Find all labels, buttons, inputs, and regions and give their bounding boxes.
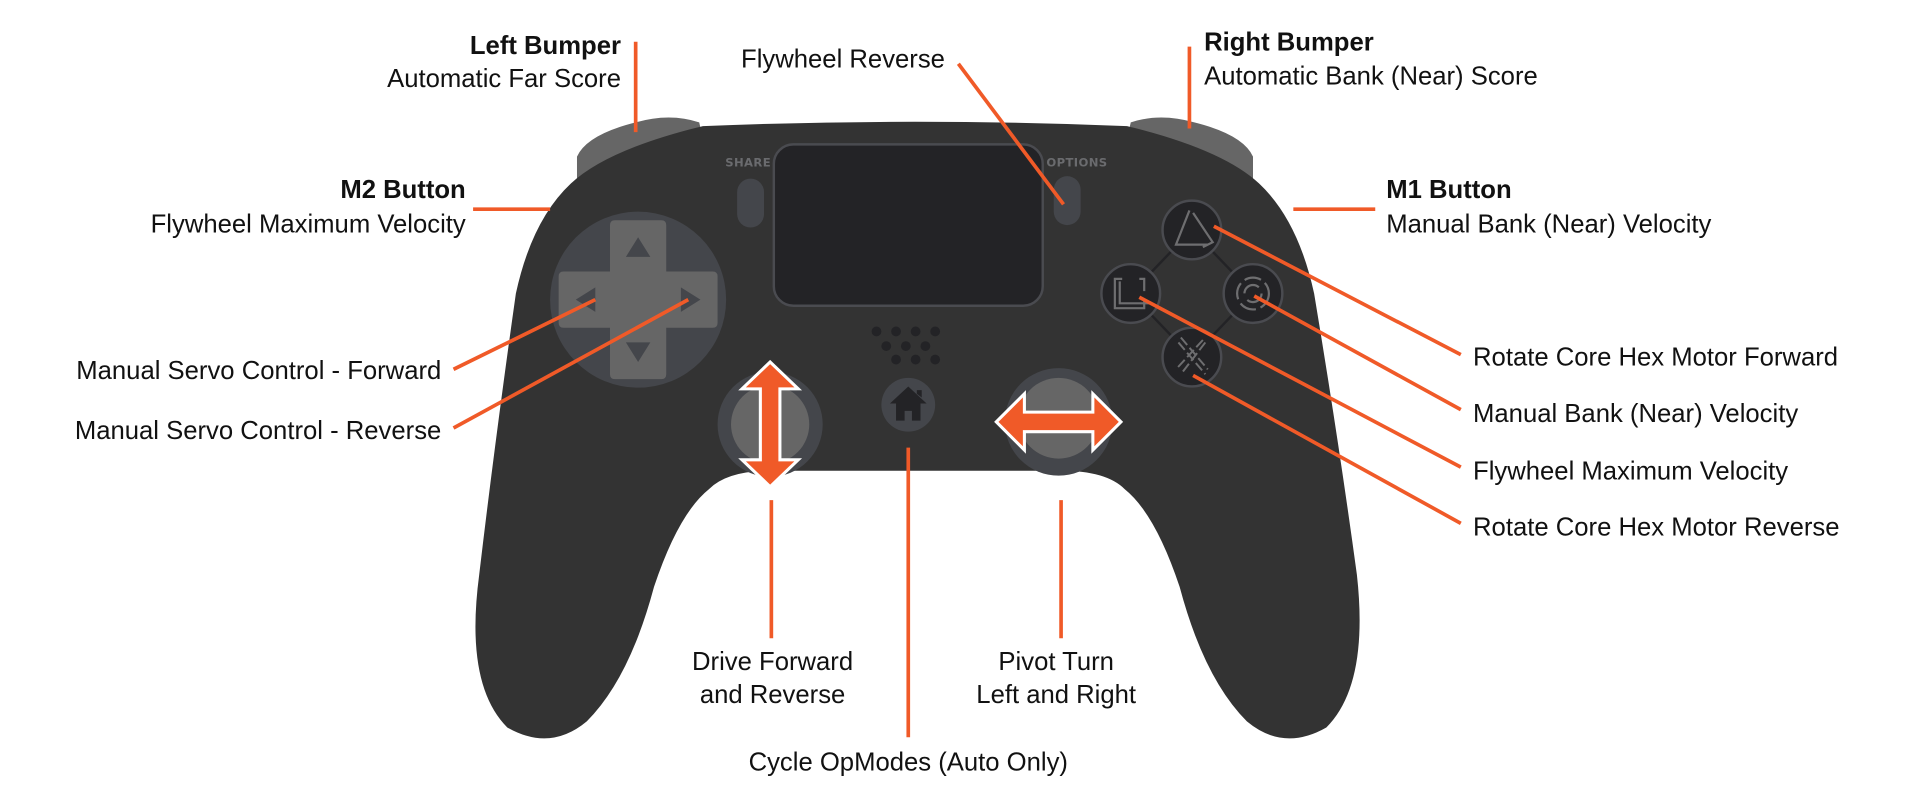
leader-options <box>956 62 1065 206</box>
horizontal-arrow-icon <box>994 390 1124 454</box>
triangle-icon <box>1174 210 1215 249</box>
leader-lines <box>452 41 1462 738</box>
m1-desc: Manual Bank (Near) Velocity <box>1386 210 1711 238</box>
m2-title: M2 Button <box>340 176 465 204</box>
home-desc: Cycle OpModes (Auto Only) <box>749 748 1068 776</box>
m2-desc: Flywheel Maximum Velocity <box>151 210 466 238</box>
dpad-right-desc: Manual Servo Control - Reverse <box>75 417 441 445</box>
leader-triangle <box>1213 224 1462 357</box>
cross-icon <box>1175 336 1209 375</box>
leader-circle <box>1253 294 1462 412</box>
right-bumper-desc: Automatic Bank (Near) Score <box>1204 63 1538 91</box>
right-bumper-title: Right Bumper <box>1204 28 1374 56</box>
leader-dpad-right <box>452 298 690 430</box>
left-bumper-desc: Automatic Far Score <box>387 65 621 93</box>
circle-desc: Manual Bank (Near) Velocity <box>1473 400 1798 428</box>
vertical-arrow-icon <box>738 359 803 489</box>
options-button[interactable] <box>1053 176 1081 226</box>
left-bumper-title: Left Bumper <box>470 32 621 60</box>
circle-icon <box>1236 276 1270 311</box>
options-label: OPTIONS <box>1046 155 1107 169</box>
square-desc: Flywheel Maximum Velocity <box>1473 457 1788 485</box>
dpad-down-arrow-icon <box>625 342 651 362</box>
leader-cross <box>1192 373 1462 525</box>
touchpad[interactable] <box>772 143 1044 307</box>
share-label: SHARE <box>725 155 771 169</box>
speaker-grille <box>871 326 941 365</box>
right-stick-desc-line2: Left and Right <box>976 681 1136 709</box>
home-icon <box>889 386 927 421</box>
dpad-up-arrow-icon <box>625 237 651 257</box>
leader-square <box>1138 295 1462 469</box>
square-button[interactable] <box>1100 262 1162 325</box>
share-button[interactable] <box>737 178 765 228</box>
dpad-right-arrow-icon <box>680 287 701 312</box>
triangle-button[interactable] <box>1161 199 1223 261</box>
m1-title: M1 Button <box>1386 176 1511 204</box>
cross-desc: Rotate Core Hex Motor Reverse <box>1473 514 1839 542</box>
leader-dpad-left <box>452 298 597 371</box>
circle-button[interactable] <box>1222 262 1284 325</box>
square-icon <box>1113 277 1150 310</box>
dpad-left-arrow-icon <box>575 287 596 312</box>
dpad-left-desc: Manual Servo Control - Forward <box>76 357 441 385</box>
dpad[interactable] <box>558 220 718 380</box>
triangle-desc: Rotate Core Hex Motor Forward <box>1473 344 1838 372</box>
left-stick-desc-line2: and Reverse <box>700 681 845 709</box>
left-stick-desc-line1: Drive Forward <box>692 648 853 676</box>
cross-button[interactable] <box>1161 326 1223 388</box>
right-stick-desc-line1: Pivot Turn <box>998 648 1114 676</box>
options-desc: Flywheel Reverse <box>741 45 945 73</box>
